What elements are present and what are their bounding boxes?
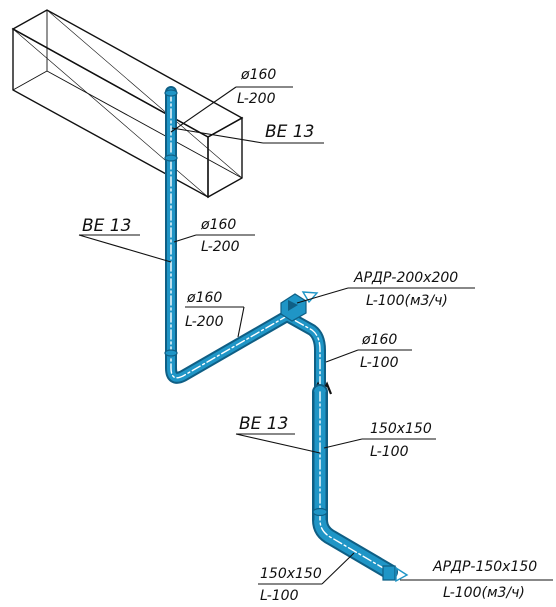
riser-joints [164, 89, 178, 357]
valve-bottom-name: АРДР-150х150 [432, 559, 537, 575]
rect-bottom-flow: L-100 [260, 588, 299, 604]
valve-bottom-flow: L-100(м3/ч) [443, 585, 525, 601]
top-riser-size: ø160 [240, 67, 276, 83]
diagonal-flow: L-200 [185, 314, 224, 330]
rect-riser-flow: L-100 [370, 444, 409, 460]
rect-riser-size: 150х150 [370, 421, 432, 437]
top-riser-flow: L-200 [237, 91, 276, 107]
bend-160-flow: L-100 [360, 355, 399, 371]
rect-bottom-size: 150х150 [260, 566, 322, 582]
system-label-top: BE 13 [265, 122, 314, 142]
leader-lines [78, 86, 553, 585]
mid-riser-size: ø160 [200, 217, 236, 233]
mid-riser-flow: L-200 [201, 239, 240, 255]
valve-top-name: АРДР-200х200 [353, 270, 458, 286]
valve-top-flow: L-100(м3/ч) [366, 293, 448, 309]
diagonal-size: ø160 [186, 290, 222, 306]
valve-ardr-200-icon [280, 291, 319, 322]
rect-riser-duct [312, 384, 398, 580]
rect-joint [312, 507, 328, 517]
valve-ardr-150-icon [382, 565, 409, 583]
system-label-lower: BE 13 [239, 414, 288, 434]
bend-160-size: ø160 [361, 332, 397, 348]
main-duct-box [11, 9, 244, 199]
system-label-left: BE 13 [82, 216, 131, 236]
